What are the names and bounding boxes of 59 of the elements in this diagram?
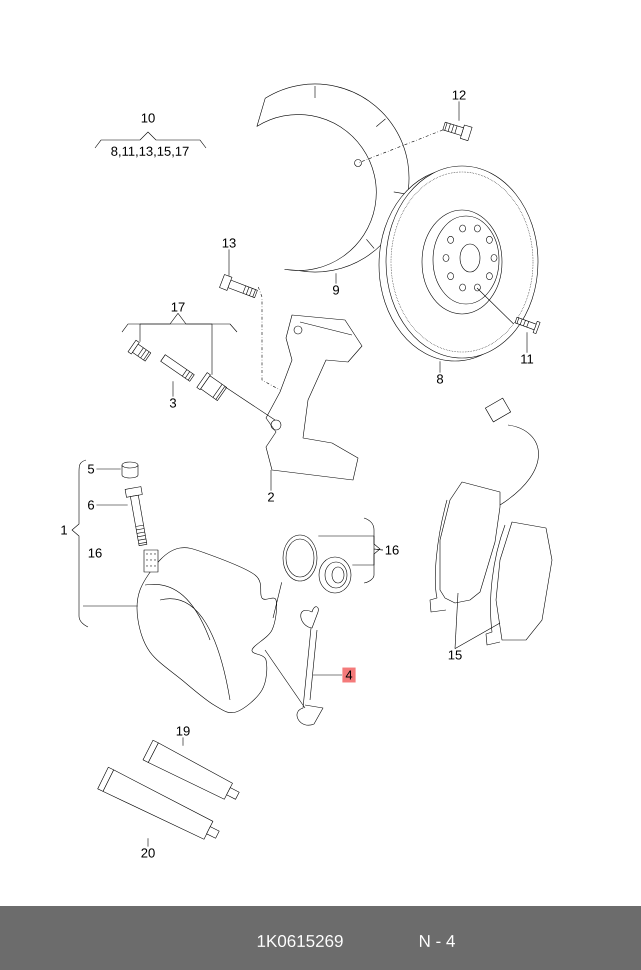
assembly-line bbox=[264, 650, 306, 708]
callout-number: 4 bbox=[342, 668, 356, 682]
brake-pad-drawing bbox=[486, 522, 552, 646]
leader-line bbox=[178, 312, 212, 375]
callout-number: 12 bbox=[452, 90, 466, 100]
part-number: 1K0615269 bbox=[258, 935, 343, 948]
leader-line bbox=[458, 101, 460, 121]
part-list: 8,11,13,15,17 bbox=[111, 146, 189, 158]
bleed-screw-drawing bbox=[124, 486, 148, 546]
leader-line bbox=[352, 548, 384, 566]
callout-number: 13 bbox=[222, 238, 236, 248]
callout-number: 19 bbox=[176, 726, 190, 736]
brake-pad-drawing bbox=[430, 398, 539, 612]
leader-line bbox=[526, 332, 528, 354]
callout-number: 8 bbox=[436, 374, 444, 384]
screw-drawing bbox=[514, 316, 540, 334]
splash-shield-drawing bbox=[256, 84, 410, 272]
callout-number: 2 bbox=[268, 492, 274, 502]
guide-pin-drawing bbox=[160, 354, 195, 382]
leader-line bbox=[454, 592, 458, 649]
grease-tube-drawing bbox=[142, 740, 240, 800]
callout-number: 10 bbox=[142, 113, 155, 123]
retaining-spring-drawing bbox=[296, 606, 324, 726]
leader-line bbox=[270, 470, 272, 491]
bolt-drawing bbox=[442, 122, 472, 141]
leader-line bbox=[182, 737, 184, 746]
brake-caliper-drawing bbox=[136, 547, 277, 714]
seal-ring-drawing bbox=[282, 534, 318, 582]
callout-number: 3 bbox=[170, 398, 176, 408]
callout-number: 17 bbox=[172, 302, 185, 312]
assembly-line bbox=[272, 582, 282, 618]
callout-number: 1 bbox=[61, 526, 67, 534]
leader-line bbox=[454, 622, 500, 649]
callout-number: 15 bbox=[448, 650, 462, 660]
bolt-drawing bbox=[219, 274, 258, 298]
brake-disc-drawing bbox=[378, 166, 538, 362]
callout-number: 16 bbox=[386, 545, 399, 555]
sleeve-drawing bbox=[196, 372, 227, 401]
leader-line bbox=[96, 504, 128, 506]
assembly-line bbox=[258, 286, 280, 390]
assembly-line bbox=[476, 288, 514, 324]
callout-number: 20 bbox=[141, 848, 155, 858]
caliper-carrier-drawing bbox=[266, 314, 362, 480]
callout-number: 11 bbox=[521, 354, 534, 364]
cap-cylinder bbox=[122, 462, 138, 478]
assembly-line bbox=[358, 130, 443, 164]
callout-number: 16 bbox=[88, 548, 102, 558]
leader-line bbox=[312, 674, 342, 676]
callout-number: 5 bbox=[88, 464, 94, 474]
callout-number: 6 bbox=[88, 500, 94, 510]
piston-boot-drawing bbox=[318, 556, 352, 594]
page-number: N - 4 bbox=[420, 935, 455, 947]
callout-number: 9 bbox=[333, 285, 339, 295]
assembly-line bbox=[225, 386, 276, 420]
leader-line bbox=[172, 381, 174, 397]
leader-line bbox=[96, 468, 121, 470]
grease-tube-drawing bbox=[97, 766, 220, 840]
bush-drawing bbox=[128, 340, 152, 362]
leader-line bbox=[140, 312, 178, 342]
